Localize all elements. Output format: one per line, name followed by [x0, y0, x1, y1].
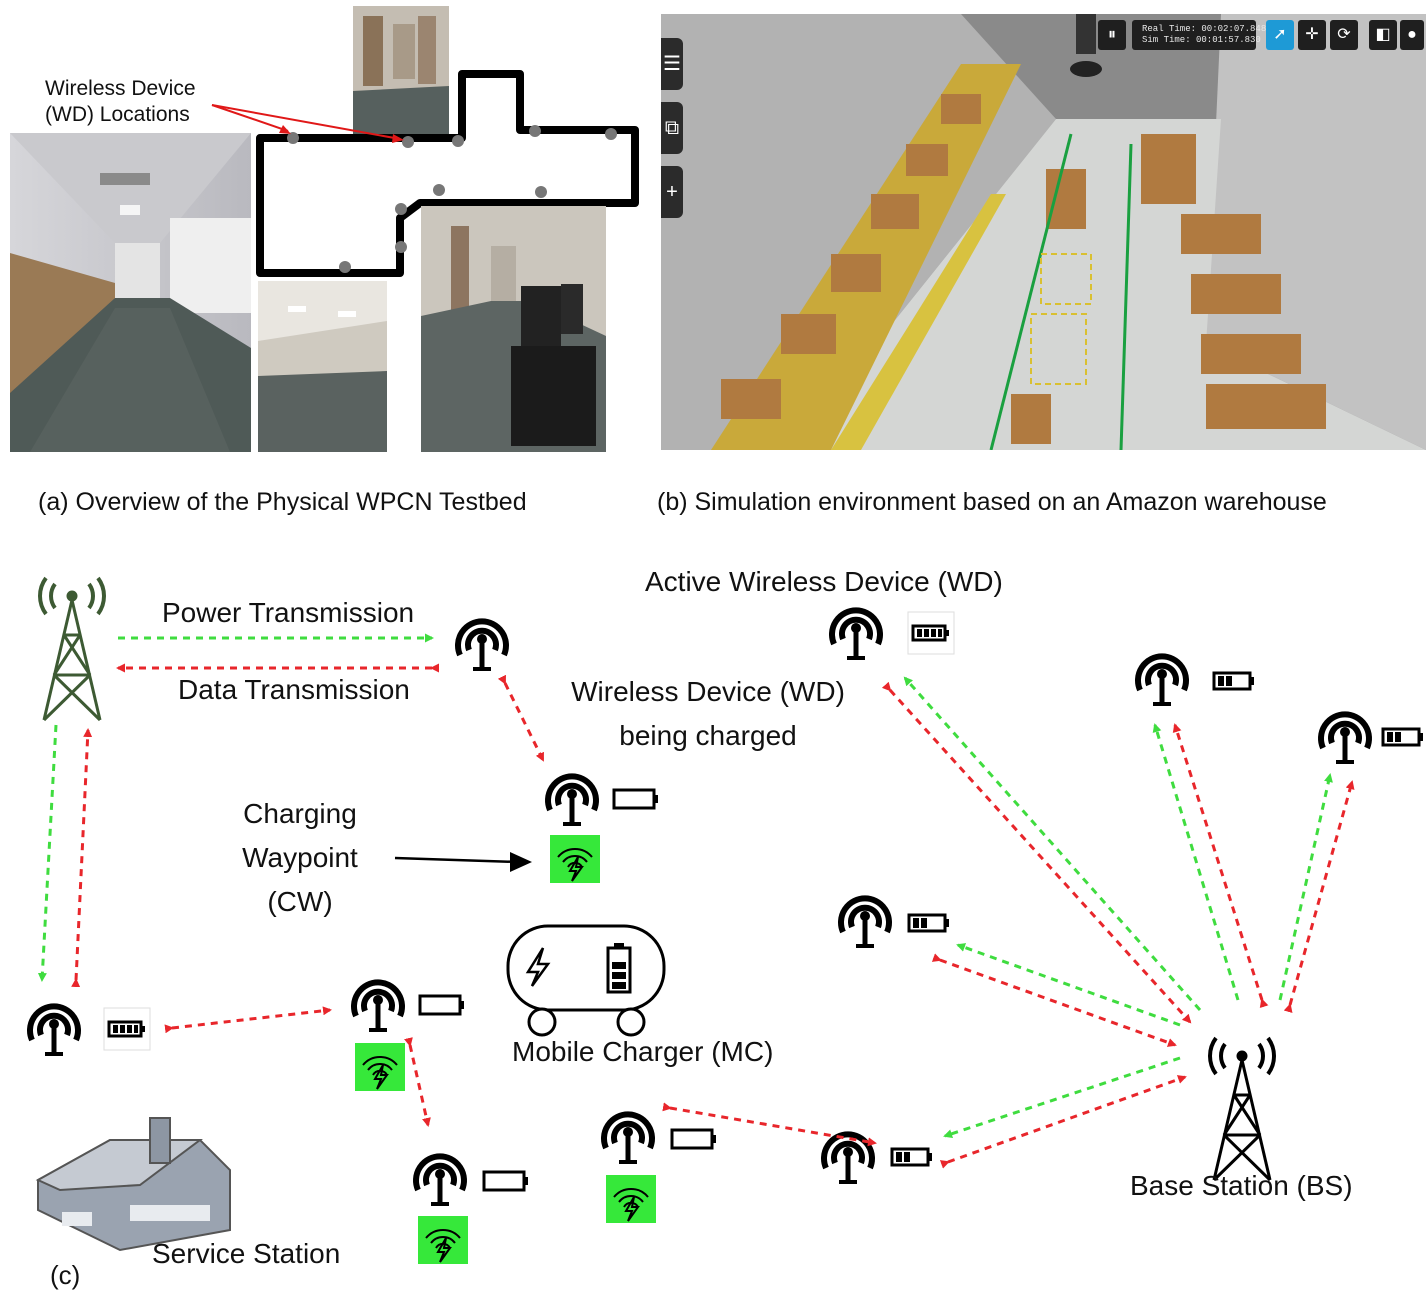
wd-top-power-icon — [458, 621, 506, 669]
battery-icon — [612, 788, 660, 810]
menu-button[interactable]: ☰ — [661, 38, 683, 90]
service-station-label: Service Station — [152, 1238, 341, 1269]
floor-plan — [255, 68, 645, 278]
sphere-tool-button[interactable]: ● — [1400, 20, 1424, 50]
move-tool-button[interactable]: ✛ — [1298, 20, 1326, 50]
battery-icon — [670, 1128, 718, 1150]
battery-icon — [1212, 671, 1256, 691]
battery-icon — [482, 1170, 530, 1192]
wd-far-right-icon — [1321, 714, 1369, 762]
time-readout: Real Time: 00:02:07.848 Sim Time: 00:01:… — [1132, 20, 1266, 50]
box-tool-button[interactable]: ◧ — [1369, 20, 1397, 50]
battery-icon — [907, 913, 951, 933]
charging-pad-icon — [605, 1174, 657, 1224]
data-transmission-label: Data Transmission — [178, 674, 410, 705]
panel-c-label: (c) — [50, 1260, 81, 1290]
real-time: Real Time: 00:02:07.848 — [1142, 24, 1267, 34]
battery-icon — [418, 994, 466, 1016]
charging-pad-icon — [549, 834, 601, 884]
select-tool-button[interactable]: ➚ — [1266, 20, 1294, 50]
battery-full-icon — [906, 610, 956, 656]
charging-pad-icon — [354, 1042, 406, 1092]
wd-locations-annotation: Wireless Device (WD) Locations — [45, 76, 196, 128]
base-station-tower-icon — [1208, 1036, 1276, 1182]
wd-charged-line2: being charged — [619, 720, 797, 751]
wd-locations-line2: (WD) Locations — [45, 103, 190, 126]
panel-a-caption: (a) Overview of the Physical WPCN Testbe… — [38, 488, 527, 516]
layers-button[interactable]: ⧉ — [661, 102, 683, 154]
wd-middle-right-icon — [841, 898, 889, 946]
wd-charged-label: Wireless Device (WD) being charged — [555, 670, 861, 758]
mobile-charger-icon — [506, 924, 666, 1037]
wd-charged-line1: Wireless Device (WD) — [571, 676, 845, 707]
power-transmission-label: Power Transmission — [162, 597, 415, 628]
charging-pad-icon — [417, 1215, 469, 1265]
wd-cw2-icon — [416, 1156, 464, 1204]
wd-charging-icon — [548, 776, 596, 824]
room-photo-bottom — [258, 281, 387, 452]
wd-location-markers — [211, 104, 617, 273]
rotate-tool-button[interactable]: ⟳ — [1330, 20, 1358, 50]
hallway-photo-top — [353, 6, 449, 134]
service-station-icon — [35, 1117, 231, 1252]
charging-waypoint-line3: (CW) — [267, 886, 333, 917]
wd-locations-line1: Wireless Device — [45, 77, 196, 100]
warehouse-simulation — [661, 14, 1426, 450]
active-wd-label: Active Wireless Device (WD) — [645, 566, 1003, 597]
charging-waypoint-label: Charging Waypoint (CW) — [220, 792, 380, 924]
hallway-photo-right — [421, 206, 606, 452]
wd-cw1-icon — [354, 982, 402, 1030]
charging-waypoint-line2: Waypoint — [242, 842, 358, 873]
battery-full-icon — [102, 1006, 152, 1052]
base-station-label: Base Station (BS) — [1130, 1170, 1353, 1201]
charging-waypoint-line1: Charging — [243, 798, 357, 829]
battery-icon — [1381, 727, 1425, 747]
wd-right-top-icon — [1138, 656, 1186, 704]
add-button[interactable]: + — [661, 166, 683, 218]
battery-icon — [890, 1147, 934, 1167]
wd-active-icon — [832, 610, 880, 658]
panel-b-caption: (b) Simulation environment based on an A… — [657, 488, 1327, 516]
sim-time: Sim Time: 00:01:57.830 — [1142, 35, 1261, 45]
mobile-charger-label: Mobile Charger (MC) — [512, 1036, 774, 1067]
wd-left-bottom-icon — [30, 1006, 78, 1054]
tower-left-icon — [38, 576, 106, 722]
wd-cw3-icon — [604, 1114, 652, 1162]
pause-button[interactable]: ⏸ — [1098, 20, 1126, 50]
hallway-photo-left — [10, 133, 251, 452]
